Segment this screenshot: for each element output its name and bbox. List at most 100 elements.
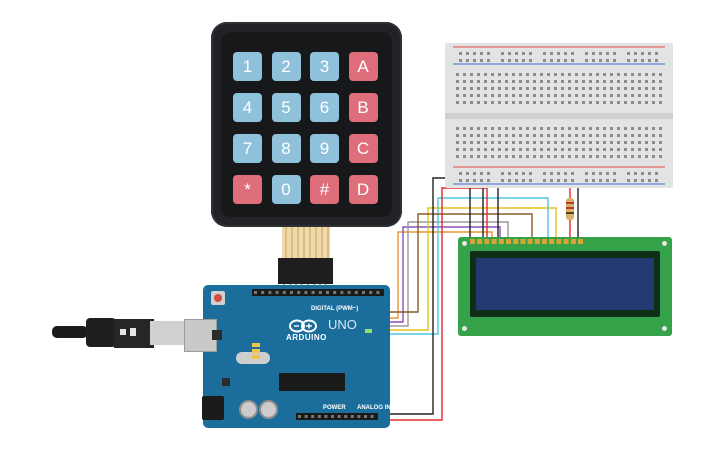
bb-hole[interactable] — [550, 179, 553, 182]
bb-hole[interactable] — [529, 179, 532, 182]
bb-hole[interactable] — [554, 141, 557, 144]
bb-hole[interactable] — [547, 148, 550, 151]
bb-hole[interactable] — [477, 127, 480, 130]
bb-hole[interactable] — [631, 101, 634, 104]
keypad-key-3[interactable]: 3 — [310, 52, 339, 81]
bb-hole[interactable] — [634, 52, 637, 55]
bb-hole[interactable] — [561, 148, 564, 151]
bb-hole[interactable] — [645, 141, 648, 144]
bb-hole[interactable] — [547, 87, 550, 90]
bb-hole[interactable] — [477, 87, 480, 90]
bb-hole[interactable] — [582, 80, 585, 83]
bb-hole[interactable] — [641, 59, 644, 62]
bb-hole[interactable] — [508, 59, 511, 62]
bb-hole[interactable] — [491, 94, 494, 97]
bb-hole[interactable] — [533, 155, 536, 158]
keypad-key-0[interactable]: 0 — [271, 175, 301, 204]
bb-hole[interactable] — [477, 80, 480, 83]
bb-hole[interactable] — [540, 87, 543, 90]
bb-hole[interactable] — [477, 141, 480, 144]
bb-hole[interactable] — [561, 101, 564, 104]
bb-hole[interactable] — [575, 80, 578, 83]
bb-hole[interactable] — [459, 59, 462, 62]
bb-hole[interactable] — [561, 87, 564, 90]
bb-hole[interactable] — [603, 94, 606, 97]
bb-hole[interactable] — [610, 87, 613, 90]
bb-hole[interactable] — [512, 141, 515, 144]
bb-hole[interactable] — [519, 80, 522, 83]
bb-hole[interactable] — [585, 52, 588, 55]
keypad-key-star[interactable]: * — [233, 175, 262, 204]
bb-hole[interactable] — [582, 134, 585, 137]
keypad-key-d[interactable]: D — [348, 175, 378, 204]
bb-hole[interactable] — [659, 141, 662, 144]
bb-hole[interactable] — [634, 179, 637, 182]
bb-hole[interactable] — [501, 59, 504, 62]
bb-hole[interactable] — [645, 87, 648, 90]
bb-hole[interactable] — [585, 172, 588, 175]
bb-hole[interactable] — [582, 87, 585, 90]
bb-hole[interactable] — [610, 134, 613, 137]
bb-hole[interactable] — [512, 148, 515, 151]
bb-hole[interactable] — [512, 87, 515, 90]
bb-hole[interactable] — [533, 73, 536, 76]
bb-hole[interactable] — [648, 172, 651, 175]
bb-hole[interactable] — [456, 87, 459, 90]
bb-hole[interactable] — [624, 127, 627, 130]
bb-hole[interactable] — [484, 87, 487, 90]
bb-hole[interactable] — [473, 52, 476, 55]
bb-hole[interactable] — [484, 134, 487, 137]
bb-hole[interactable] — [505, 94, 508, 97]
keypad-key-9[interactable]: 9 — [310, 134, 339, 163]
bb-hole[interactable] — [554, 94, 557, 97]
bb-hole[interactable] — [617, 87, 620, 90]
bb-hole[interactable] — [498, 148, 501, 151]
bb-hole[interactable] — [512, 134, 515, 137]
bb-hole[interactable] — [571, 52, 574, 55]
bb-hole[interactable] — [515, 52, 518, 55]
bb-hole[interactable] — [498, 94, 501, 97]
bb-hole[interactable] — [592, 179, 595, 182]
bb-hole[interactable] — [505, 127, 508, 130]
bb-hole[interactable] — [645, 127, 648, 130]
bb-hole[interactable] — [473, 59, 476, 62]
bb-hole[interactable] — [540, 101, 543, 104]
keypad-key-hash[interactable]: # — [310, 175, 339, 204]
bb-hole[interactable] — [533, 134, 536, 137]
bb-hole[interactable] — [603, 134, 606, 137]
bb-hole[interactable] — [473, 179, 476, 182]
bb-hole[interactable] — [645, 134, 648, 137]
bb-hole[interactable] — [631, 87, 634, 90]
bb-hole[interactable] — [610, 155, 613, 158]
bb-hole[interactable] — [526, 73, 529, 76]
bb-hole[interactable] — [491, 141, 494, 144]
bb-hole[interactable] — [533, 94, 536, 97]
bb-hole[interactable] — [491, 80, 494, 83]
bb-hole[interactable] — [603, 101, 606, 104]
bb-hole[interactable] — [610, 148, 613, 151]
bb-hole[interactable] — [463, 148, 466, 151]
bb-hole[interactable] — [505, 87, 508, 90]
bb-hole[interactable] — [631, 141, 634, 144]
bb-hole[interactable] — [596, 80, 599, 83]
bb-hole[interactable] — [589, 134, 592, 137]
bb-hole[interactable] — [526, 141, 529, 144]
bb-hole[interactable] — [561, 94, 564, 97]
bb-hole[interactable] — [540, 80, 543, 83]
bb-hole[interactable] — [491, 155, 494, 158]
bb-hole[interactable] — [627, 52, 630, 55]
bb-hole[interactable] — [522, 52, 525, 55]
bb-hole[interactable] — [652, 155, 655, 158]
bb-hole[interactable] — [603, 73, 606, 76]
bb-hole[interactable] — [624, 101, 627, 104]
bb-hole[interactable] — [463, 73, 466, 76]
bb-hole[interactable] — [526, 127, 529, 130]
bb-hole[interactable] — [561, 80, 564, 83]
bb-hole[interactable] — [610, 101, 613, 104]
bb-hole[interactable] — [456, 155, 459, 158]
bb-hole[interactable] — [596, 101, 599, 104]
bb-hole[interactable] — [659, 101, 662, 104]
bb-hole[interactable] — [466, 52, 469, 55]
bb-hole[interactable] — [547, 73, 550, 76]
bb-hole[interactable] — [501, 52, 504, 55]
